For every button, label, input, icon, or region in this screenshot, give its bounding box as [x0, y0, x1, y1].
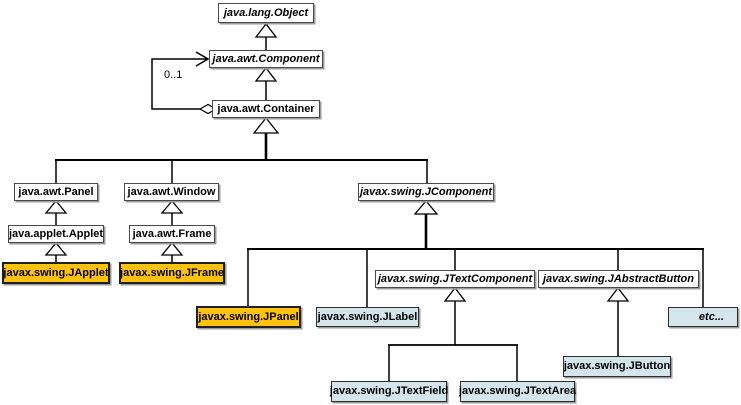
edge-bus-jcomponent-children: [247, 199, 704, 307]
class-box-java-awt-panel: java.awt.Panel: [14, 183, 98, 201]
edge-applet-extends-panel: [44, 199, 68, 225]
edge-jframe-extends-frame: [160, 241, 184, 262]
class-box-etc: etc...: [668, 307, 738, 327]
class-box-java-awt-frame: java.awt.Frame: [129, 225, 215, 243]
edge-container-aggregates-component: [151, 51, 218, 115]
edge-container-extends-component: [254, 66, 278, 100]
class-box-javax-swing-japplet: javax.swing.JApplet: [2, 262, 110, 284]
edge-component-extends-object: [254, 22, 278, 50]
class-box-javax-swing-jcomponent: javax.swing.JComponent: [358, 183, 494, 201]
class-box-java-awt-component: java.awt.Component: [209, 50, 323, 68]
class-box-java-applet-applet: java.applet.Applet: [8, 225, 104, 243]
class-box-javax-swing-jtextarea: javax.swing.JTextArea: [459, 381, 576, 402]
class-box-javax-swing-jlabel: javax.swing.JLabel: [316, 307, 419, 327]
edge-bus-container-children: [55, 116, 428, 183]
edge-jbutton-extends-jabstractbutton: [606, 286, 630, 356]
class-box-javax-swing-jbutton: javax.swing.JButton: [563, 356, 671, 377]
class-box-javax-swing-jabstractbutton: javax.swing.JAbstractButton: [538, 270, 699, 288]
class-box-javax-swing-jframe: javax.swing.JFrame: [119, 262, 225, 284]
multiplicity-label: 0..1: [164, 69, 183, 81]
edge-bus-jtextcomponent-children: [388, 286, 518, 381]
edge-frame-extends-window: [160, 199, 184, 225]
class-box-java-lang-object: java.lang.Object: [218, 3, 314, 23]
class-box-java-awt-window: java.awt.Window: [124, 183, 219, 201]
class-box-javax-swing-jpanel: javax.swing.JPanel: [196, 306, 301, 328]
class-box-javax-swing-jtextfield: javax.swing.JTextField: [330, 381, 448, 402]
class-box-javax-swing-jtextcomponent: javax.swing.JTextComponent: [375, 270, 535, 288]
class-box-java-awt-container: java.awt.Container: [212, 100, 320, 118]
navigability-arrowhead: [195, 51, 210, 67]
edge-japplet-extends-applet: [44, 241, 68, 262]
